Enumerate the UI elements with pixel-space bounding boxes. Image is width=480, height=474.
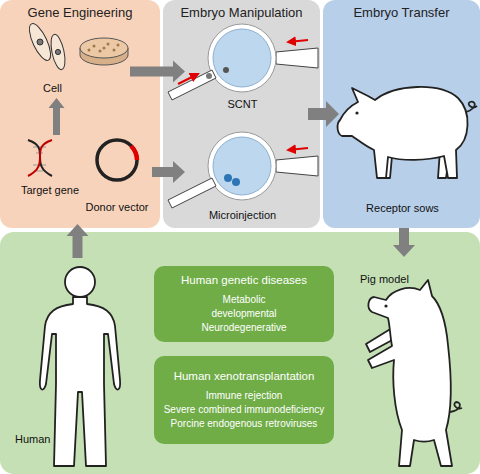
flow-arrow [49, 98, 65, 135]
box-item: Immune rejection [206, 389, 283, 403]
panel-heading: Embryo Manipulation [163, 5, 320, 20]
box-item: Metabolic [223, 293, 266, 307]
flow-arrow [308, 101, 339, 127]
item-label: Human [15, 433, 50, 445]
topic-box: Human genetic diseasesMetabolicdevelopme… [154, 266, 334, 342]
scnt-illustration [168, 24, 318, 100]
flow-arrow [152, 161, 185, 183]
sow-item: Receptor sows [330, 55, 475, 215]
stage-panel: Gene EngineeringCellTarget geneDonor vec… [0, 0, 160, 228]
item-label: Cell [43, 82, 62, 94]
cell-icon [25, 21, 67, 71]
gene-item: Target gene [12, 135, 88, 197]
microinjection-illustration [168, 132, 318, 208]
panel-heading: Gene Engineering [0, 5, 160, 20]
box-title: Human genetic diseases [181, 274, 307, 286]
pig-illustration [366, 280, 462, 466]
pig-illustration [338, 87, 477, 178]
plasmid-icon [97, 140, 137, 180]
flow-arrow [130, 61, 185, 83]
vector-item: Donor vector [82, 130, 152, 214]
item-label: SCNT [165, 98, 320, 110]
method-item: Microinjection [185, 125, 300, 222]
box-item: Porcine endogenous retroviruses [171, 417, 318, 431]
petri-dish [80, 38, 128, 65]
box-item: Neurodegenerative [201, 321, 286, 335]
item-label: Target gene [0, 184, 108, 196]
dna-icon [28, 140, 52, 176]
item-label: Pig model [360, 273, 409, 285]
box-title: Human xenotransplantation [174, 370, 315, 382]
box-item: Severe combined immunodeficiency [164, 403, 325, 417]
box-item: developmental [211, 307, 276, 321]
item-label: Receptor sows [310, 202, 480, 214]
stage-panel: Embryo ManipulationSCNT Microinjection [163, 0, 320, 228]
item-label: Microinjection [165, 209, 320, 221]
stage-panel: Embryo TransferReceptor sows [323, 0, 480, 228]
flow-arrow [393, 228, 415, 257]
flow-arrow [67, 224, 89, 258]
pig-model-item: Pig model [330, 255, 478, 470]
cell-item: Cell [25, 18, 130, 98]
item-label: Donor vector [62, 201, 172, 213]
human-figure [40, 267, 120, 466]
topic-box: Human xenotransplantationImmune rejectio… [154, 356, 334, 444]
method-item: SCNT [185, 45, 300, 111]
human-item: Human [15, 258, 140, 468]
panel-heading: Embryo Transfer [323, 5, 480, 20]
